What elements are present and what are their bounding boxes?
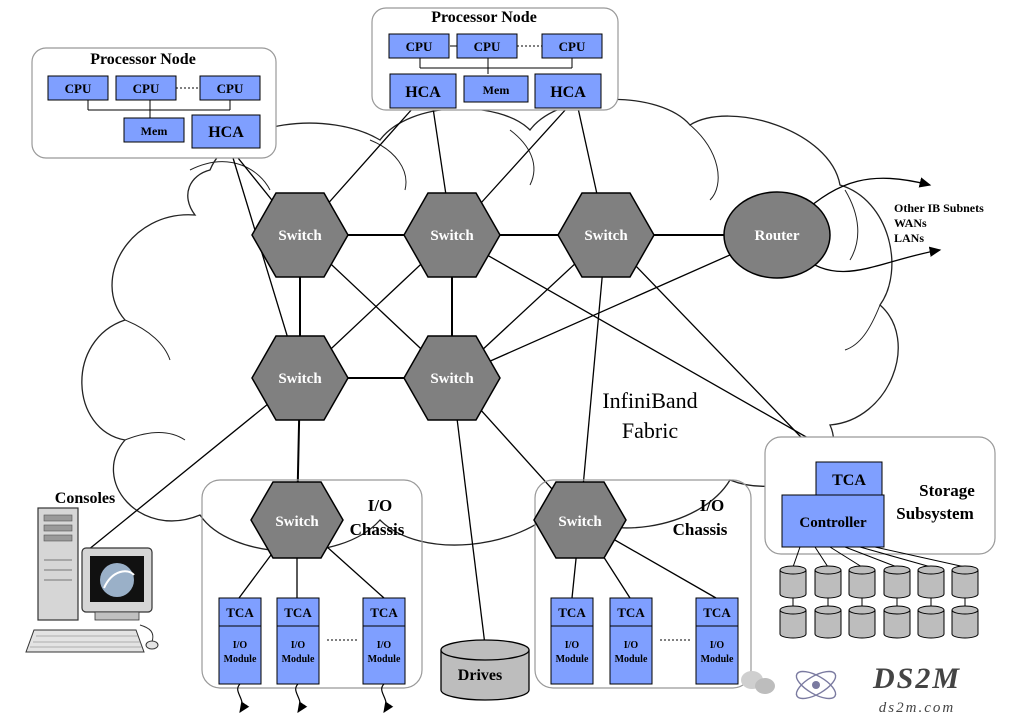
tca-label: TCA (617, 605, 645, 620)
io-module: TCA I/O Module (362, 597, 406, 685)
switch-mid-2: Switch (403, 335, 501, 421)
tca-label: TCA (832, 472, 866, 489)
hca-box (191, 114, 261, 149)
cpu-label: CPU (65, 81, 92, 96)
switch-label: Switch (584, 228, 628, 244)
io-module-label: Module (282, 654, 315, 665)
hca-label: HCA (550, 84, 586, 101)
cpu-label: CPU (217, 81, 244, 96)
mem-box (463, 75, 529, 103)
io-chassis-title: I/O (368, 496, 393, 515)
io-chassis-left: Switch I/O Chassis TCA I/O Module TCA I/… (201, 479, 423, 713)
storage-title: Storage (919, 481, 975, 500)
external-network-label: LANs (894, 231, 924, 245)
hca-label: HCA (208, 124, 244, 141)
atom-logo-icon (795, 670, 837, 700)
switch-top-2: Switch (403, 192, 501, 278)
cpu-label: CPU (559, 39, 586, 54)
switches: Switch Switch Switch Switch Switch (251, 192, 655, 421)
io-module-label: Module (556, 654, 589, 665)
drives-label: Drives (458, 667, 502, 684)
tca-label: TCA (226, 605, 254, 620)
mem-label: Mem (141, 124, 168, 138)
hca-box (389, 73, 457, 109)
io-module: TCA I/O Module (609, 597, 653, 685)
io-module-label: I/O (291, 640, 306, 651)
cpu-box (199, 75, 261, 101)
mem-box (123, 117, 185, 143)
processor-node-title: Processor Node (431, 9, 537, 26)
controller-label: Controller (799, 515, 867, 531)
storage-subsystem: TCA Controller Storage Subsystem (764, 436, 996, 555)
tca-label: TCA (284, 605, 312, 620)
router: Router (723, 191, 831, 279)
router-label: Router (755, 228, 800, 244)
processor-node-title: Processor Node (90, 51, 196, 68)
controller-box (781, 494, 885, 548)
storage-disks (779, 546, 979, 639)
watermark-url-text: ds2m.com (879, 700, 955, 716)
consoles-label: Consoles (55, 490, 115, 507)
watermark: DS2M ds2m.com (741, 662, 961, 716)
tca-label: TCA (370, 605, 398, 620)
io-module: TCA I/O Module (218, 597, 262, 685)
io-module: TCA I/O Module (695, 597, 739, 685)
cpu-label: CPU (133, 81, 160, 96)
switch-mid-1: Switch (251, 335, 349, 421)
io-module-label: I/O (565, 640, 580, 651)
io-module: TCA I/O Module (550, 597, 594, 685)
tca-label: TCA (703, 605, 731, 620)
cpu-box (541, 33, 603, 59)
io-module: TCA I/O Module (276, 597, 320, 685)
switch-label: Switch (430, 228, 474, 244)
tca-box (815, 461, 883, 496)
cpu-box (115, 75, 177, 101)
switch-label: Switch (278, 371, 322, 387)
io-module-label: I/O (624, 640, 639, 651)
switch-label: Switch (278, 228, 322, 244)
switch-top-3: Switch (557, 192, 655, 278)
fabric-label-line1: InfiniBand (602, 388, 697, 413)
console-computer-icon: Consoles (25, 490, 159, 653)
switch-label: Switch (558, 514, 602, 530)
cpu-box (456, 33, 518, 59)
mem-label: Mem (483, 83, 510, 97)
cpu-label: CPU (474, 39, 501, 54)
external-network-label: WANs (894, 216, 927, 230)
io-module-label: Module (701, 654, 734, 665)
switch-label: Switch (430, 371, 474, 387)
external-network-label: Other IB Subnets (894, 201, 984, 215)
io-module-label: Module (224, 654, 257, 665)
tca-label: TCA (558, 605, 586, 620)
io-module-label: Module (615, 654, 648, 665)
io-chassis-title: I/O (700, 496, 725, 515)
io-chassis-title: Chassis (350, 520, 405, 539)
io-module-label: Module (368, 654, 401, 665)
io-chassis-title: Chassis (673, 520, 728, 539)
processor-node-left: Processor Node CPU CPU CPU Mem HCA (31, 47, 277, 159)
switch-top-1: Switch (251, 192, 349, 278)
hca-label: HCA (405, 84, 441, 101)
storage-title: Subsystem (896, 504, 973, 523)
cpu-box (47, 75, 109, 101)
chat-bubble-icon (741, 671, 775, 694)
watermark-logo-text: DS2M (872, 662, 961, 695)
fabric-label-line2: Fabric (622, 418, 678, 443)
processor-node-top: Processor Node CPU CPU CPU HCA Mem HCA (371, 7, 619, 111)
io-module-label: I/O (710, 640, 725, 651)
io-chassis-right: Switch I/O Chassis TCA I/O Module TCA I/… (533, 479, 752, 689)
io-module-label: I/O (377, 640, 392, 651)
switch-label: Switch (275, 514, 319, 530)
cpu-box (388, 33, 450, 59)
io-module-label: I/O (233, 640, 248, 651)
hca-box (534, 73, 602, 109)
drives: Drives (440, 639, 530, 701)
cpu-label: CPU (406, 39, 433, 54)
